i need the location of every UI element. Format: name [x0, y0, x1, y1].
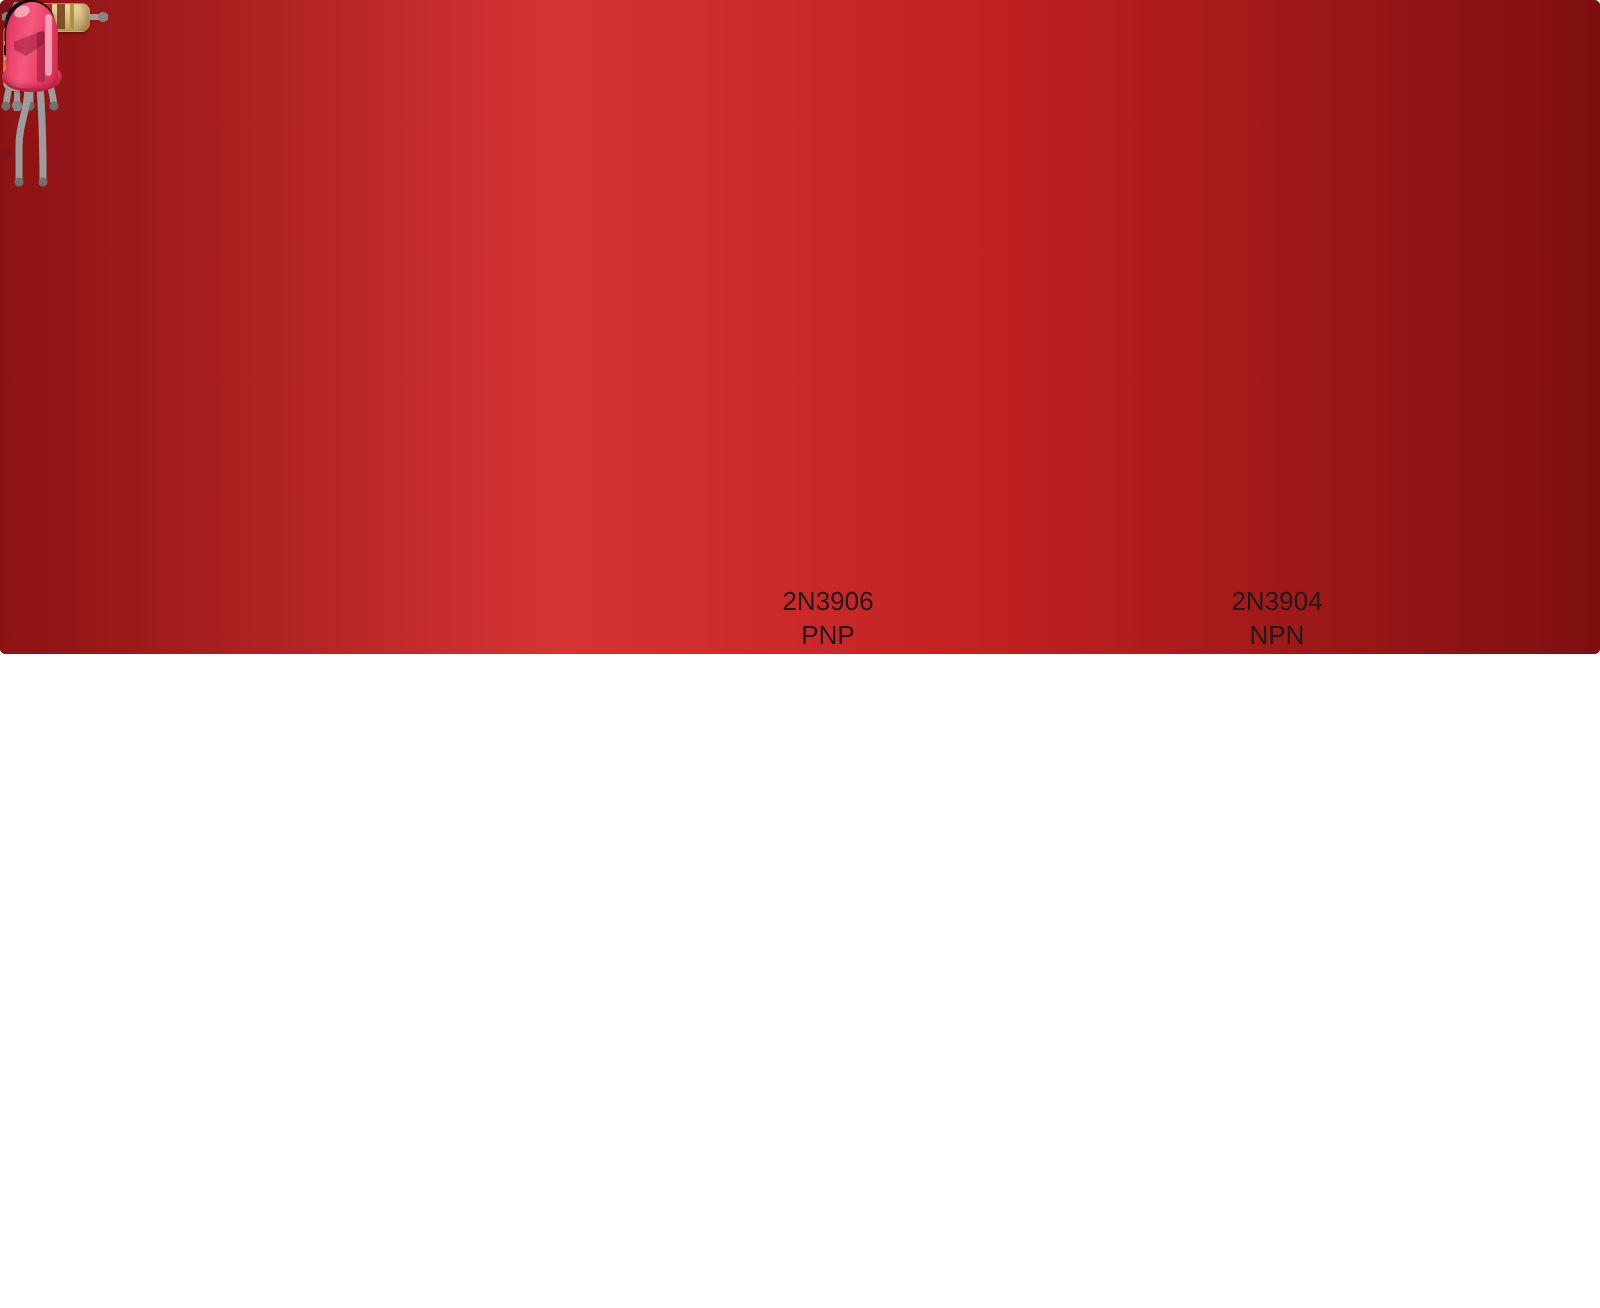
jumper-pnp-red[interactable]	[0, 0, 1600, 1059]
led-npn-post	[37, 32, 45, 82]
resistor-npn-base-tip-1	[12, 101, 22, 111]
jumper-npn-red-cap-top	[0, 2, 11, 13]
caption-npn: 2N3904 NPN	[1231, 584, 1322, 652]
component-legs	[14, 82, 48, 187]
jumper-npn-red-body	[0, 0, 1600, 654]
jumper-npn-red-cap-bottom	[0, 149, 11, 160]
resistor-npn-led-tip-1	[98, 12, 108, 22]
resistor-npn-led-band-gold	[70, 4, 74, 29]
caption-pnp: 2N3906 PNP	[782, 584, 873, 652]
led-npn-highlight	[45, 14, 52, 76]
jumper-pnp-led-black[interactable]	[0, 0, 1600, 1244]
caption-npn-type: NPN	[1249, 620, 1305, 650]
caption-pnp-part: 2N3906	[782, 586, 874, 616]
caption-npn-part: 2N3904	[1231, 586, 1323, 616]
caption-pnp-type: PNP	[801, 620, 855, 650]
resistor-npn-led-band-brown	[57, 4, 65, 29]
